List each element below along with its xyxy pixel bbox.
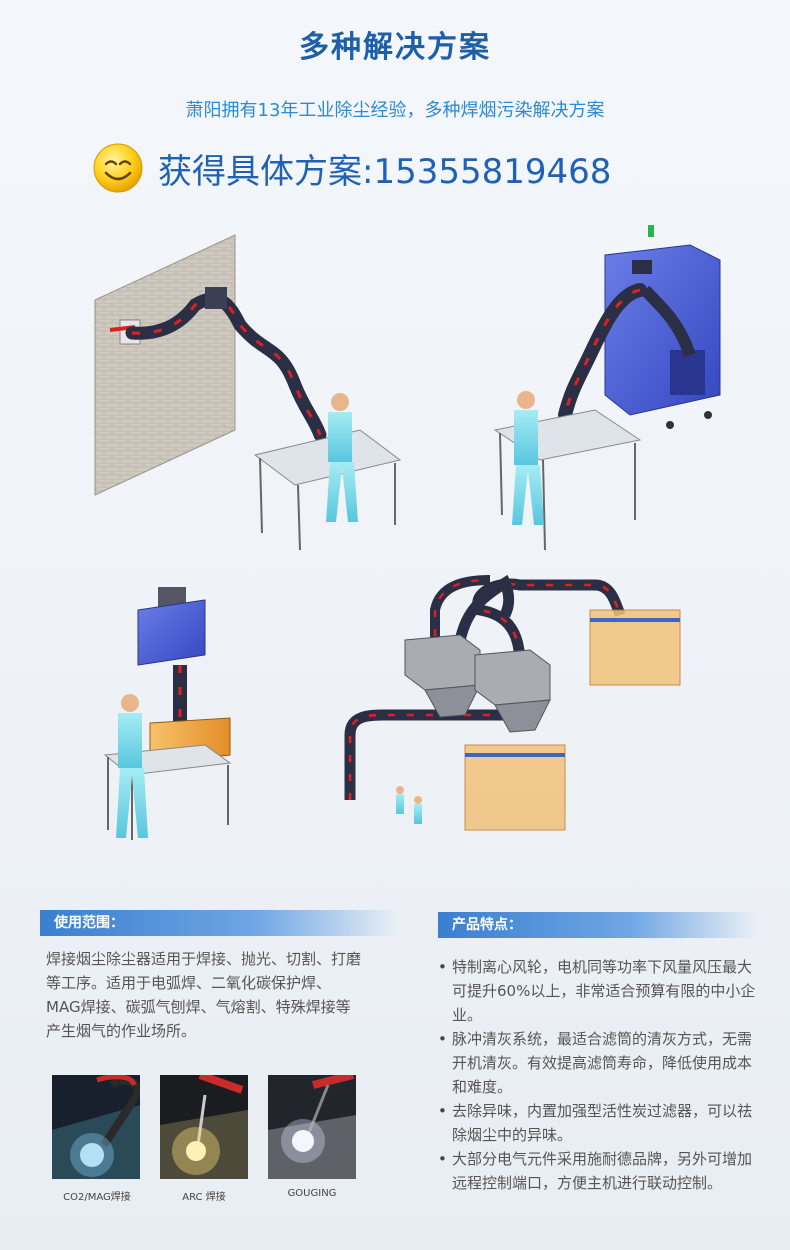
- usage-description: 焊接烟尘除尘器适用于焊接、抛光、切割、打磨等工序。适用于电弧焊、二氧化碳保护焊、…: [46, 950, 362, 1040]
- page-title: 多种解决方案: [299, 30, 491, 65]
- solutions-illustration: [94, 225, 721, 840]
- usage-heading: 使用范围：: [40, 910, 400, 936]
- page-subtitle: 萧阳拥有13年工业除尘经验，多种焊烟污染解决方案: [185, 100, 605, 121]
- feature-item: 大部分电气元件采用施耐德品牌，另外可增加远程控制端口，方便主机进行联动控制。: [438, 1147, 760, 1195]
- contact-phone: 获得具体方案:15355819468: [158, 151, 612, 192]
- features-list: 特制离心风轮，电机同等功率下风量风压最大可提升60%以上，非常适合预算有限的中小…: [438, 955, 760, 1195]
- scene-central-system: [344, 574, 681, 831]
- feature-item: 去除异味，内置加强型活性炭过滤器，可以祛除烟尘中的异味。: [438, 1099, 760, 1147]
- features-heading: 产品特点：: [438, 912, 758, 938]
- scene-overhead-unit: [103, 587, 232, 840]
- contact-line: 获得具体方案:15355819468: [92, 140, 611, 196]
- scene-wall-arm: [94, 234, 402, 551]
- weld-photo-arc: [160, 1075, 248, 1179]
- scene-mobile-unit: [493, 225, 721, 551]
- weld-caption-co2: CO2/MAG焊接: [63, 1192, 131, 1203]
- weld-photo-co2: [52, 1075, 140, 1179]
- weld-photo-gouging: [268, 1075, 356, 1179]
- weld-caption-arc: ARC 焊接: [182, 1192, 226, 1203]
- smiley-icon: [93, 143, 143, 193]
- weld-caption-gouging: GOUGING: [287, 1188, 337, 1199]
- feature-item: 脉冲清灰系统，最适合滤筒的清灰方式，无需开机清灰。有效提高滤筒寿命，降低使用成本…: [438, 1027, 760, 1099]
- feature-item: 特制离心风轮，电机同等功率下风量风压最大可提升60%以上，非常适合预算有限的中小…: [438, 955, 760, 1027]
